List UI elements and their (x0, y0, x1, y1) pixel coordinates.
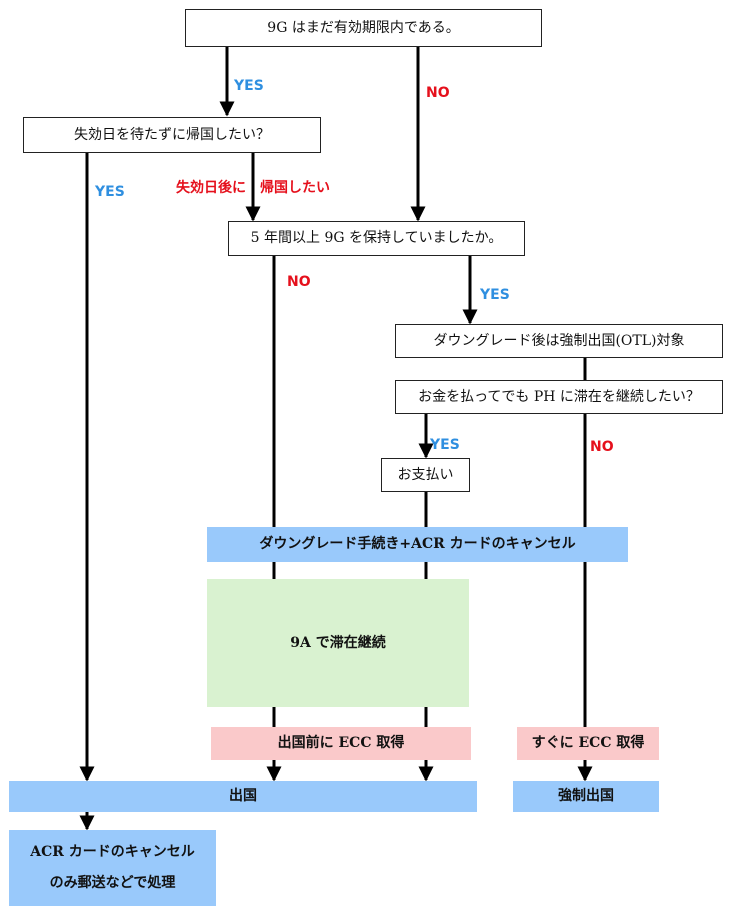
node-9g-valid: 9G はまだ有効期限内である。 (185, 9, 542, 47)
label-yes-return: YES (95, 184, 125, 200)
acr-cancel-line1: ACR カードのキャンセル (30, 844, 195, 861)
node-stay-9a: 9A で滞在継続 (207, 579, 469, 707)
label-no-valid: NO (426, 85, 450, 101)
label-no-5yr: NO (287, 274, 311, 290)
node-return-before-expiry: 失効日を待たずに帰国したい？ (23, 117, 321, 153)
node-ecc-before-departure: 出国前に ECC 取得 (211, 727, 471, 760)
label-no-pay: NO (590, 439, 614, 455)
node-pay-to-stay: お金を払ってでも PH に滞在を継続したい？ (395, 380, 723, 414)
node-held-5-years: 5 年間以上 9G を保持していましたか。 (228, 221, 525, 256)
node-payment: お支払い (381, 458, 470, 492)
acr-cancel-line2: のみ郵送などで処理 (49, 875, 176, 891)
label-yes-5yr: YES (480, 287, 510, 303)
label-yes-valid: YES (234, 78, 264, 94)
label-yes-pay: YES (430, 437, 460, 453)
node-downgrade-cancel-acr: ダウングレード手続き+ACR カードのキャンセル (207, 527, 628, 562)
node-otl-target: ダウングレード後は強制出国(OTL)対象 (395, 324, 723, 358)
node-departure: 出国 (9, 781, 477, 812)
node-ecc-immediately: すぐに ECC 取得 (517, 727, 659, 760)
node-acr-cancel-mail: ACR カードのキャンセル のみ郵送などで処理 (9, 830, 216, 906)
label-return-after-expiry: 失効日後に 帰国したい (176, 180, 330, 196)
node-forced-departure: 強制出国 (513, 781, 659, 812)
